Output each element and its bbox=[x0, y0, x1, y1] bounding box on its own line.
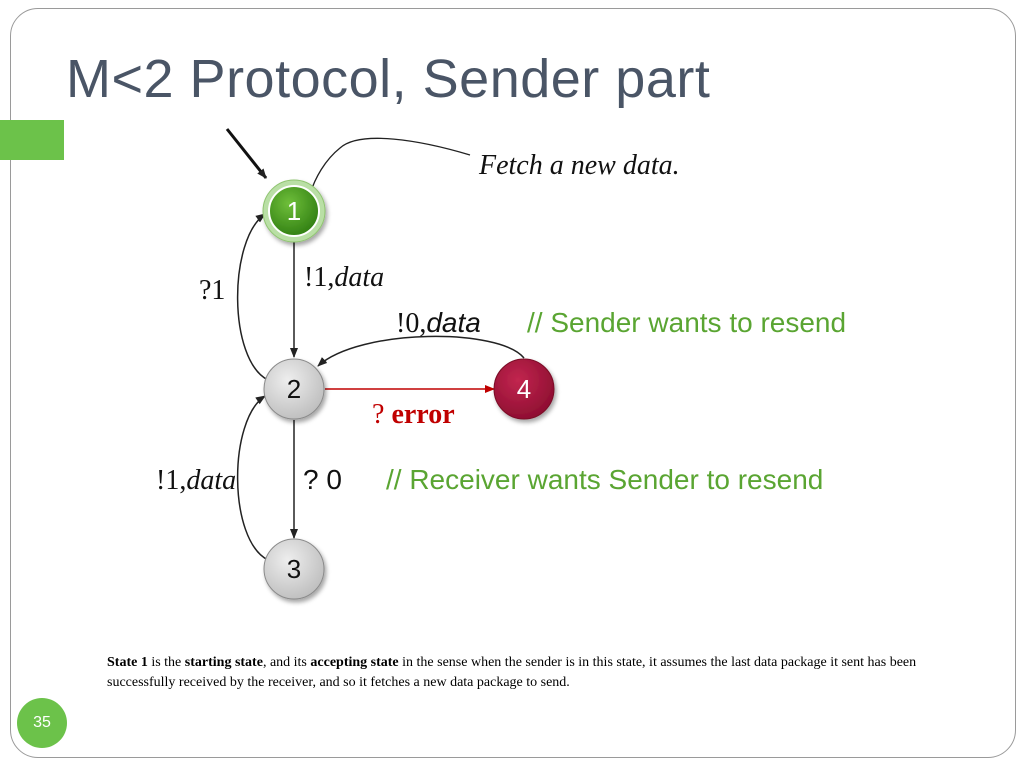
page-number-badge: 35 bbox=[17, 698, 67, 748]
label-2-to-1: ?1 bbox=[199, 275, 226, 306]
caption-accepting-state: accepting state bbox=[310, 655, 399, 670]
label-2-to-4: ? error bbox=[372, 399, 455, 431]
fetch-annotation: Fetch a new data. bbox=[479, 150, 680, 181]
label-3-to-2-main: !1, bbox=[156, 465, 187, 496]
label-1-to-2: !1,data bbox=[304, 262, 384, 294]
label-1-to-2-main: !1, bbox=[304, 262, 335, 293]
caption-part4: , and its bbox=[262, 655, 311, 670]
state-2 bbox=[263, 358, 325, 420]
caption-part2: is the bbox=[147, 655, 185, 670]
edge-2-to-1 bbox=[236, 213, 269, 381]
state-3 bbox=[263, 538, 325, 600]
label-3-to-2-italic: data bbox=[186, 465, 237, 496]
state-1-label: 1 bbox=[287, 196, 301, 226]
label-4-to-2-italic: data bbox=[426, 307, 481, 338]
label-2-to-4-main: ? bbox=[372, 399, 385, 430]
caption-state1: State 1 bbox=[107, 655, 148, 670]
state-2-label: 2 bbox=[287, 374, 301, 404]
page-number: 35 bbox=[33, 714, 51, 731]
edge-3-to-2 bbox=[236, 395, 269, 561]
label-3-to-2: !1,data bbox=[156, 465, 236, 497]
accent-bar bbox=[0, 120, 64, 160]
label-2-to-3: ? 0 bbox=[303, 464, 342, 495]
state-4-label: 4 bbox=[517, 374, 531, 404]
label-4-to-2: !0,data bbox=[396, 307, 481, 340]
state-1 bbox=[262, 179, 326, 243]
caption-text: State 1 is the starting state, and its a… bbox=[107, 653, 937, 693]
initial-arrow bbox=[225, 128, 268, 179]
edge-4-to-2 bbox=[317, 335, 525, 367]
caption-starting-state: starting state bbox=[184, 655, 263, 670]
slide-title: M<2 Protocol, Sender part bbox=[66, 49, 711, 109]
comment-receiver-resend: // Receiver wants Sender to resend bbox=[386, 464, 824, 495]
label-1-to-2-italic: data bbox=[334, 262, 385, 293]
annotation-leader bbox=[309, 137, 471, 195]
label-2-to-4-bold: error bbox=[391, 399, 455, 430]
label-4-to-2-main: !0, bbox=[396, 308, 427, 339]
comment-sender-resend: // Sender wants to resend bbox=[527, 307, 847, 338]
slide-frame bbox=[10, 8, 1016, 758]
state-3-label: 3 bbox=[287, 554, 301, 584]
state-4 bbox=[493, 358, 555, 420]
caption-part6: in the sense when the sender is in this … bbox=[107, 655, 917, 690]
